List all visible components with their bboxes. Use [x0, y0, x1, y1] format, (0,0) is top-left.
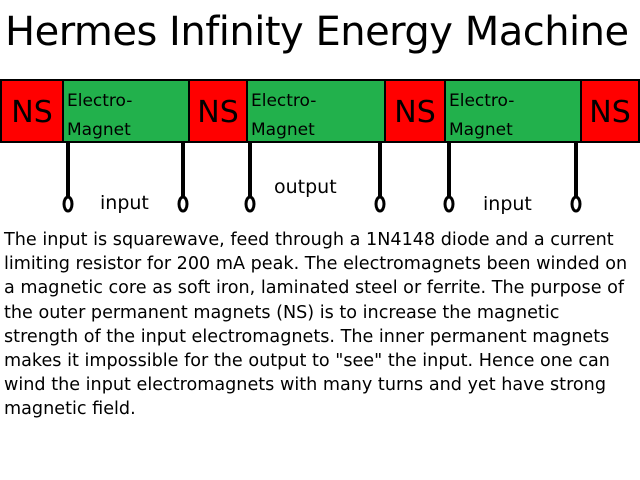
electromagnet-3: Electro- Magnet — [446, 81, 580, 141]
electromagnet-label-line2: Magnet — [67, 120, 131, 140]
electromagnet-1: Electro- Magnet — [64, 81, 188, 141]
permanent-magnet-3: NS — [386, 81, 444, 141]
terminal-pair-2: output — [244, 141, 386, 213]
terminal-ring — [177, 195, 189, 213]
permanent-magnet-body — [190, 81, 246, 141]
terminal-ring — [62, 195, 74, 213]
description-text: The input is squarewave, feed through a … — [4, 230, 628, 420]
permanent-magnet-body — [386, 81, 444, 141]
electromagnet-label-line2: Magnet — [449, 120, 513, 140]
terminal-ring — [374, 195, 386, 213]
magnet-diagram: NS NS NS NS Electro- Magnet Electro- Mag… — [0, 79, 640, 215]
terminal-ring — [443, 195, 455, 213]
permanent-magnet-body — [2, 81, 62, 141]
electromagnet-body — [248, 81, 384, 141]
terminal-label-output: output — [274, 176, 337, 198]
permanent-magnet-1: NS — [2, 81, 62, 141]
terminal-pair-1: input — [62, 141, 189, 214]
permanent-magnet-label: NS — [589, 95, 630, 130]
permanent-magnet-2: NS — [190, 81, 246, 141]
permanent-magnet-label: NS — [197, 95, 238, 130]
electromagnet-label-line1: Electro- — [67, 91, 132, 111]
permanent-magnet-body — [582, 81, 638, 141]
terminal-ring — [244, 195, 256, 213]
permanent-magnet-label: NS — [394, 95, 435, 130]
terminal-ring — [570, 195, 582, 213]
electromagnet-label-line2: Magnet — [251, 120, 315, 140]
permanent-magnet-4: NS — [582, 81, 638, 141]
electromagnet-label-line1: Electro- — [251, 91, 316, 111]
electromagnet-body — [64, 81, 188, 141]
terminal-label-input: input — [483, 193, 532, 215]
electromagnet-label-line1: Electro- — [449, 91, 514, 111]
terminal-pair-3: input — [443, 141, 582, 215]
electromagnet-body — [446, 81, 580, 141]
electromagnet-2: Electro- Magnet — [248, 81, 384, 141]
terminal-label-input: input — [100, 192, 149, 214]
page-title: Hermes Infinity Energy Machine — [5, 9, 629, 55]
permanent-magnet-label: NS — [11, 95, 52, 130]
